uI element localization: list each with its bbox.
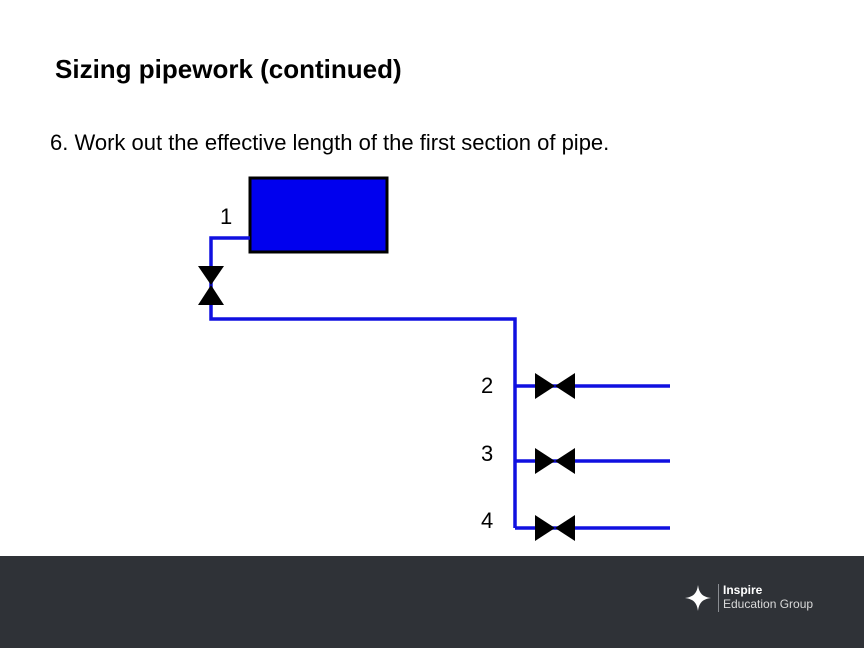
footer-bar	[0, 556, 864, 648]
cistern-tank	[248, 176, 389, 254]
inspire-logo: Inspire Education Group	[684, 582, 824, 614]
instruction-text: 6. Work out the effective length of the …	[50, 130, 610, 155]
logo-divider	[718, 584, 719, 612]
pipework-diagram: 1 2 3 4	[198, 176, 670, 541]
label-point-1: 1	[220, 204, 232, 229]
gate-valve-2	[535, 373, 575, 399]
gate-valve-main	[198, 266, 224, 305]
label-point-4: 4	[481, 508, 493, 533]
label-point-2: 2	[481, 373, 493, 398]
slide-title: Sizing pipework (continued)	[55, 54, 402, 84]
star-icon	[685, 585, 711, 611]
gate-valve-3	[535, 448, 575, 474]
gate-valve-4	[535, 515, 575, 541]
logo-subtitle: Education Group	[723, 597, 814, 611]
logo-name: Inspire	[723, 583, 763, 597]
main-pipe	[209, 236, 517, 528]
label-point-3: 3	[481, 441, 493, 466]
